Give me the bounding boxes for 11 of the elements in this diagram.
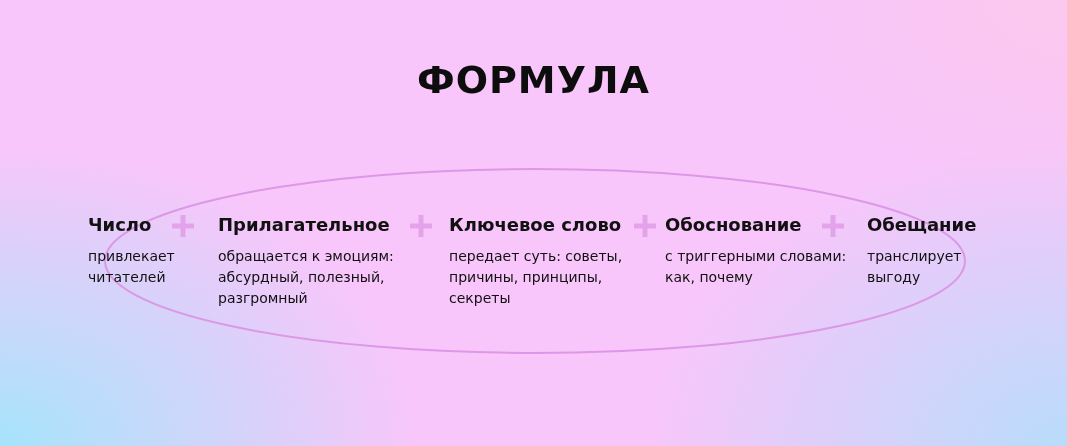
title: ФОРМУЛА [416, 58, 651, 102]
item-heading: Обоснование [665, 214, 802, 235]
item-heading: Число [88, 214, 152, 235]
item-description: передает суть: советы, причины, принципы, секреты [449, 247, 624, 308]
item-description: привлекает читателей [88, 247, 176, 287]
item-heading: Прилагательное [218, 214, 390, 235]
item-description: с триггерными словами: как, почему [665, 247, 848, 287]
item-heading: Ключевое слово [449, 214, 622, 235]
item-description: транслирует выгоду [867, 247, 963, 287]
item-description: обращается к эмоциям: абсурдный, полезный, разгромный [218, 247, 395, 308]
item-heading: Обещание [867, 214, 977, 235]
